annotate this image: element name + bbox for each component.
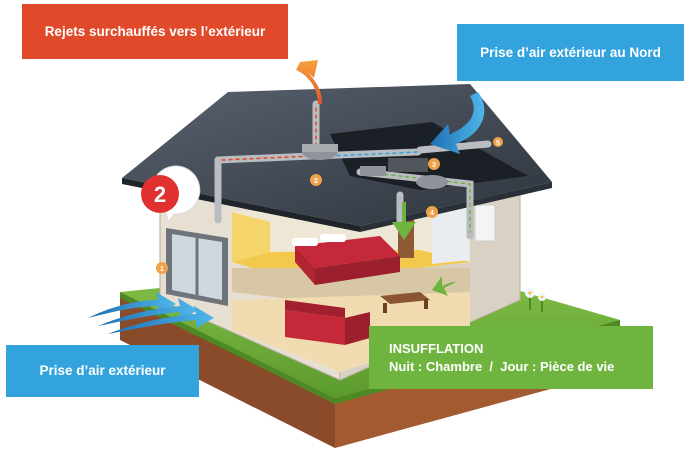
sofa-icon xyxy=(285,300,370,345)
marker-1: 1 xyxy=(156,262,168,274)
table-icon xyxy=(380,292,430,313)
callout-rejets-text: Rejets surchauffés vers l’extérieur xyxy=(44,24,266,39)
step-badge: 2 xyxy=(141,165,201,224)
callout-insufflation-detail: Nuit : Chambre / Jour : Pièce de vie xyxy=(389,359,615,374)
bed-icon xyxy=(292,234,400,285)
callout-prise-nord: Prise d’air extérieur au Nord xyxy=(457,24,684,81)
callout-prise-exterieur: Prise d’air extérieur xyxy=(6,345,199,397)
callout-rejets: Rejets surchauffés vers l’extérieur xyxy=(22,4,288,59)
svg-text:4: 4 xyxy=(430,210,434,217)
curved-down-arrow-icon xyxy=(430,92,485,154)
marker-3: 3 xyxy=(428,158,440,170)
ventilation-units xyxy=(302,144,448,189)
callout-insufflation-title: INSUFFLATION xyxy=(389,341,484,356)
callout-insufflation: INSUFFLATION Nuit : Chambre / Jour : Piè… xyxy=(369,326,653,389)
step-badge-number: 2 xyxy=(154,182,166,207)
supply-arrows xyxy=(392,202,456,296)
svg-text:1: 1 xyxy=(160,266,164,273)
marker-2: 2 xyxy=(310,174,322,186)
numbered-markers: 1 2 3 4 5 xyxy=(156,137,503,274)
svg-text:5: 5 xyxy=(496,140,500,147)
callout-prise-nord-text: Prise d’air extérieur au Nord xyxy=(480,45,661,60)
marker-5: 5 xyxy=(493,137,503,147)
svg-text:3: 3 xyxy=(432,162,436,169)
flowers-icon xyxy=(525,288,546,312)
callout-prise-exterieur-text: Prise d’air extérieur xyxy=(39,363,166,378)
svg-text:2: 2 xyxy=(314,178,318,185)
down-arrow-icon xyxy=(432,276,456,296)
marker-4: 4 xyxy=(426,206,438,218)
curved-up-arrow-icon xyxy=(296,60,322,104)
down-arrow-icon xyxy=(392,202,416,240)
wind-arrows-icon xyxy=(88,292,214,334)
window-unit xyxy=(166,228,228,306)
